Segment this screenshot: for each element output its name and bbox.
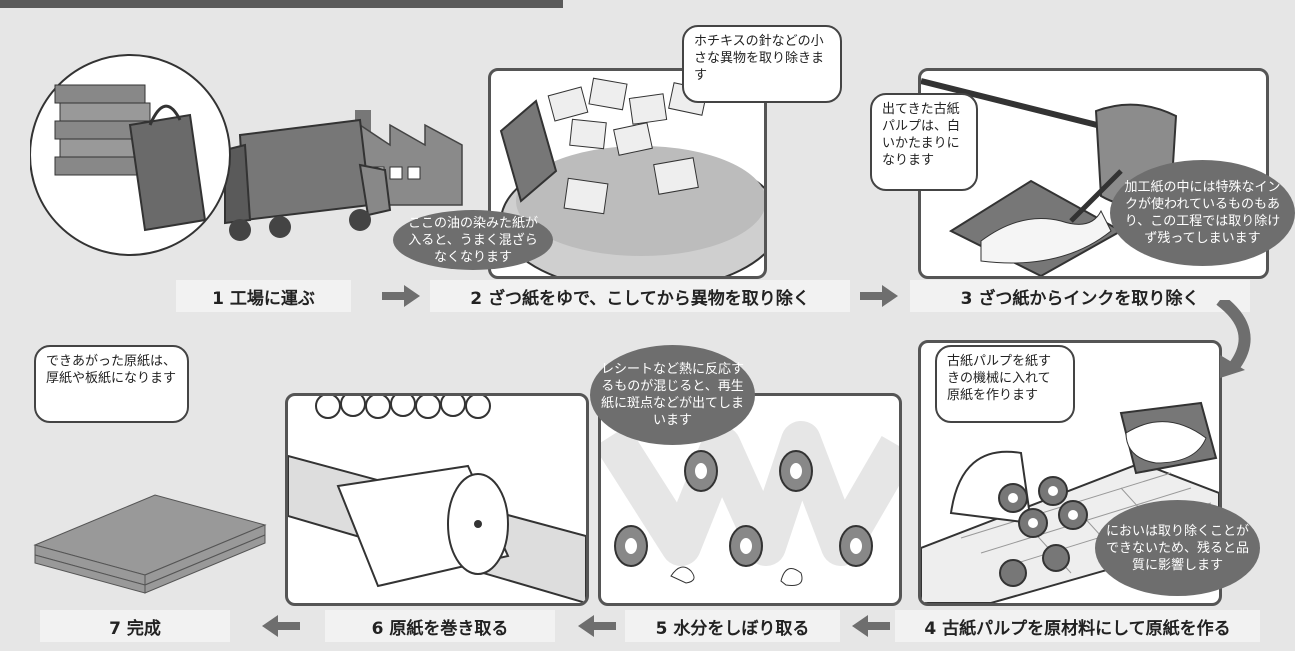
step3-label: 3 ざつ紙からインクを取り除く bbox=[910, 280, 1250, 312]
step2-label: 2 ざつ紙をゆで、こしてから異物を取り除く bbox=[430, 280, 850, 312]
step2-panel bbox=[488, 68, 767, 279]
note-oil: ここの油の染みた紙が入ると、うまく混ざらなくなります bbox=[393, 210, 553, 270]
step1-illustration bbox=[29, 45, 470, 280]
arrow-right-2-icon bbox=[860, 285, 898, 307]
note-special-ink: 加工紙の中には特殊なインクが使われているものもあり、この工程では取り除けず残って… bbox=[1110, 160, 1295, 266]
note-staples: ホチキスの針などの小さな異物を取り除きます bbox=[682, 25, 842, 103]
step7-illustration bbox=[30, 455, 270, 595]
header-bar bbox=[0, 0, 563, 8]
step7-label: 7 完成 bbox=[40, 610, 230, 642]
arrow-left-3-icon bbox=[262, 615, 300, 637]
arrow-left-1-icon bbox=[852, 615, 890, 637]
step6-label: 6 原紙を巻き取る bbox=[325, 610, 555, 642]
arrow-curve-down-icon bbox=[1216, 300, 1251, 378]
step1-label: 1 工場に運ぶ bbox=[176, 280, 351, 312]
truck-icon bbox=[224, 118, 392, 241]
step5-label: 5 水分をしぼり取る bbox=[625, 610, 840, 642]
note-pulp-white: 出てきた古紙パルプは、白いかたまりになります bbox=[870, 93, 978, 191]
arrow-right-1-icon bbox=[382, 285, 420, 307]
step4-label: 4 古紙パルプを原材料にして原紙を作る bbox=[895, 610, 1260, 642]
note-smell: においは取り除くことができないため、残ると品質に影響します bbox=[1095, 500, 1260, 596]
paper-bundle-icon bbox=[29, 54, 231, 256]
note-receipt: レシートなど熱に反応するものが混じると、再生紙に斑点などが出てしまいます bbox=[590, 345, 755, 445]
arrow-left-2-icon bbox=[578, 615, 616, 637]
note-paper-machine: 古紙パルプを紙すきの機械に入れて原紙を作ります bbox=[935, 345, 1075, 423]
step6-panel bbox=[285, 393, 589, 606]
note-done: できあがった原紙は、厚紙や板紙になります bbox=[34, 345, 189, 423]
